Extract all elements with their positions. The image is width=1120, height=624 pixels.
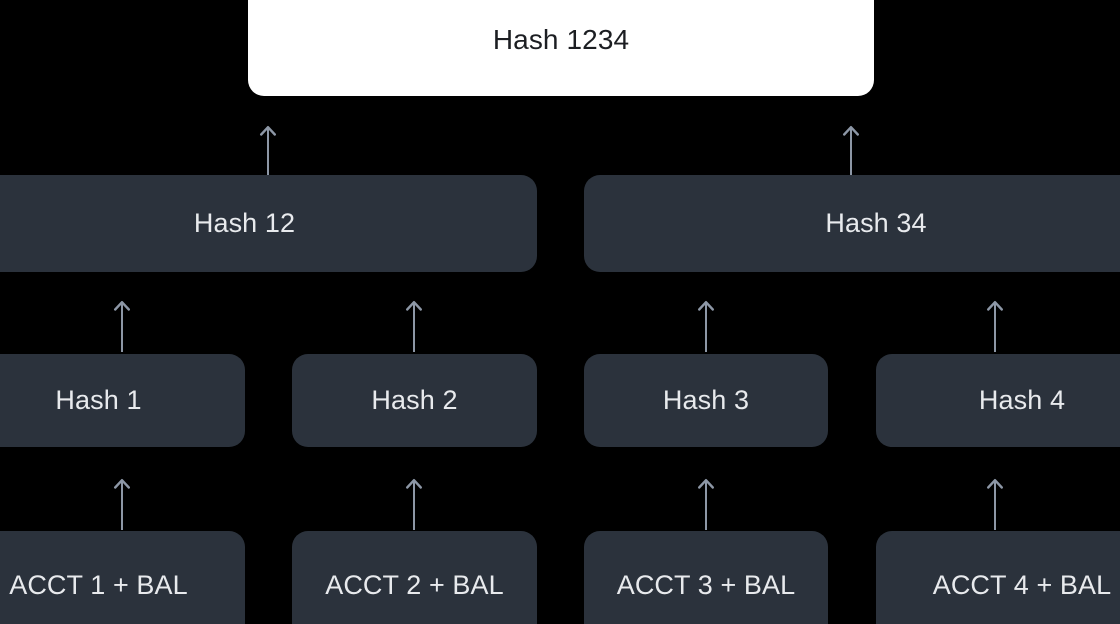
arrow-acct2-to-hash2 (402, 475, 426, 530)
node-label: Hash 12 (193, 208, 296, 238)
node-acct-4-bal: ACCT 4 + BAL (876, 531, 1120, 624)
arrow-hash34-to-root (839, 122, 863, 176)
node-hash-4: Hash 4 (876, 354, 1120, 447)
arrow-hash2-to-hash12 (402, 297, 426, 352)
node-label: ACCT 4 + BAL (932, 570, 1112, 600)
node-hash-1234: Hash 1234 (248, 0, 874, 96)
node-hash-12: Hash 12 (0, 175, 537, 272)
node-label: ACCT 1 + BAL (9, 570, 188, 600)
arrow-acct4-to-hash4 (983, 475, 1007, 530)
arrow-hash4-to-hash34 (983, 297, 1007, 352)
node-label: ACCT 3 + BAL (616, 570, 796, 600)
node-label: Hash 1234 (492, 24, 630, 55)
arrow-hash3-to-hash34 (694, 297, 718, 352)
node-hash-1: Hash 1 (0, 354, 245, 447)
node-acct-1-bal: ACCT 1 + BAL (0, 531, 245, 624)
node-label: Hash 1 (55, 385, 142, 415)
arrow-hash12-to-root (256, 122, 280, 176)
node-hash-3: Hash 3 (584, 354, 828, 447)
arrow-hash1-to-hash12 (110, 297, 134, 352)
arrow-acct3-to-hash3 (694, 475, 718, 530)
node-acct-3-bal: ACCT 3 + BAL (584, 531, 828, 624)
node-label: Hash 3 (662, 385, 750, 415)
node-label: ACCT 2 + BAL (325, 570, 504, 600)
node-acct-2-bal: ACCT 2 + BAL (292, 531, 537, 624)
arrow-acct1-to-hash1 (110, 475, 134, 530)
node-hash-34: Hash 34 (584, 175, 1120, 272)
node-label: Hash 34 (825, 208, 927, 238)
node-hash-2: Hash 2 (292, 354, 537, 447)
node-label: Hash 4 (978, 385, 1066, 415)
node-label: Hash 2 (371, 385, 458, 415)
